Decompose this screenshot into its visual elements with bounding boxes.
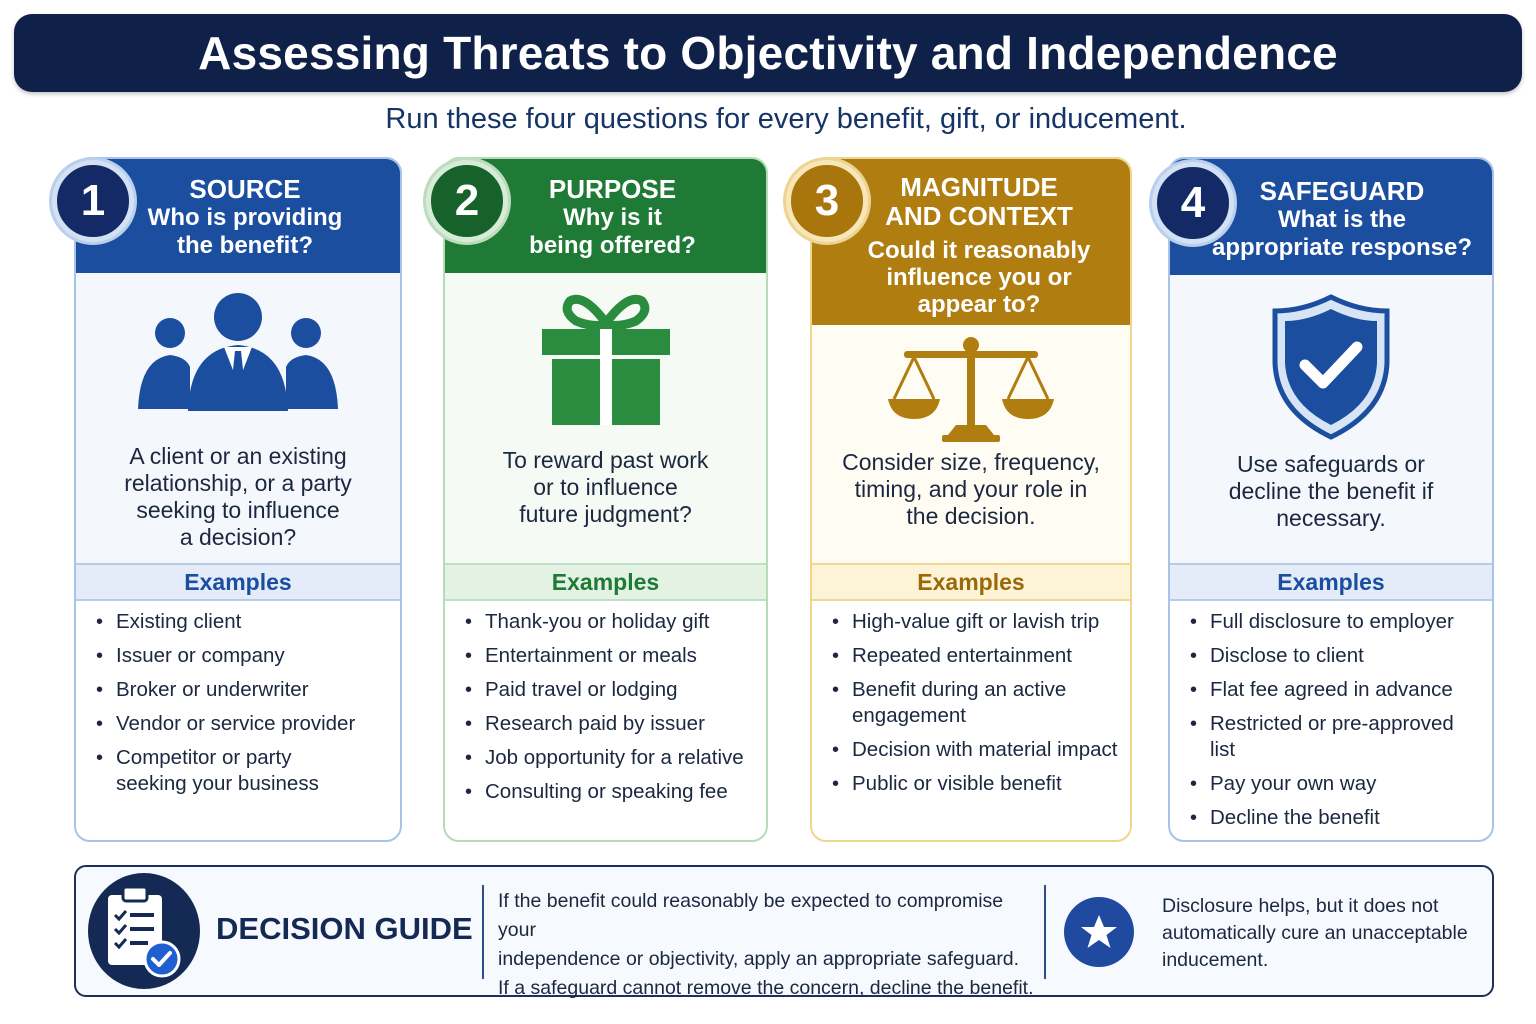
list-item: Broker or underwriter (94, 677, 390, 703)
card-purpose: PURPOSE Why is it being offered? To rewa… (443, 157, 768, 842)
card-safeguard: SAFEGUARD What is the appropriate respon… (1168, 157, 1494, 842)
guide-icon-circle (88, 873, 200, 989)
page-subtitle: Run these four questions for every benef… (385, 103, 1187, 135)
step-number-badge: 3 (786, 160, 868, 242)
icon-container (812, 335, 1130, 445)
list-item: Pay your own way (1188, 771, 1482, 797)
card-question-line: influence you or (886, 264, 1072, 291)
list-item: High-value gift or lavish trip (830, 609, 1120, 635)
guide-text: If the benefit could reasonably be expec… (498, 890, 1034, 999)
card-title: SAFEGUARD (1259, 176, 1425, 206)
icon-container (76, 287, 400, 417)
card-magnitude-context: MAGNITUDE AND CONTEXT Could it reasonabl… (810, 157, 1132, 842)
examples-list: Existing client Issuer or company Broker… (76, 609, 400, 805)
examples-list: Thank-you or holiday gift Entertainment … (445, 609, 766, 813)
card-title: MAGNITUDE (900, 172, 1058, 202)
list-item: Thank-you or holiday gift (463, 609, 756, 635)
list-item: Existing client (94, 609, 390, 635)
page-title: Assessing Threats to Objectivity and Ind… (198, 27, 1338, 79)
list-item: Vendor or service provider (94, 711, 390, 737)
card-question-line: Why is it (563, 204, 662, 231)
icon-container (1170, 293, 1492, 441)
divider (482, 885, 484, 979)
card-description: Consider size, frequency, timing, and yo… (842, 449, 1100, 529)
list-item: Flat fee agreed in advance (1188, 677, 1482, 703)
shield-check-icon (1272, 294, 1390, 440)
card-question-line: What is the (1277, 206, 1406, 233)
card-description: A client or an existing relationship, or… (124, 443, 352, 550)
card-question-line: Could it reasonably (867, 237, 1091, 264)
list-item: Public or visible benefit (830, 771, 1120, 797)
list-item: Paid travel or lodging (463, 677, 756, 703)
star-badge (1064, 897, 1134, 967)
card-description: To reward past work or to influence futu… (502, 447, 709, 527)
card-header: MAGNITUDE AND CONTEXT Could it reasonabl… (812, 159, 1130, 325)
card-question-line: being offered? (529, 232, 696, 259)
examples-heading: Examples (812, 563, 1130, 601)
examples-list: High-value gift or lavish trip Repeated … (812, 609, 1130, 805)
decision-guide: DECISION GUIDE If the benefit could reas… (74, 865, 1494, 999)
clipboard-check-icon (108, 885, 181, 978)
scales-icon (888, 337, 1054, 442)
list-item: Full disclosure to employer (1188, 609, 1482, 635)
guide-note: Disclosure helps, but it does not automa… (1162, 895, 1468, 971)
examples-heading: Examples (1170, 563, 1492, 601)
examples-heading: Examples (445, 563, 766, 601)
examples-list: Full disclosure to employer Disclose to … (1170, 609, 1492, 839)
list-item: Disclose to client (1188, 643, 1482, 669)
list-item: Restricted or pre-approved list (1188, 711, 1458, 763)
step-number-badge: 2 (426, 160, 508, 242)
divider (1044, 885, 1046, 979)
card-question-line: the benefit? (177, 232, 313, 259)
list-item: Decline the benefit (1188, 805, 1482, 831)
title-banner: Assessing Threats to Objectivity and Ind… (14, 14, 1522, 92)
list-item: Decision with material impact (830, 737, 1120, 763)
card-title: PURPOSE (548, 174, 677, 204)
card-title: AND CONTEXT (885, 201, 1073, 231)
icon-container (445, 289, 766, 429)
card-source: SOURCE Who is providing the benefit? A c… (74, 157, 402, 842)
guide-title: DECISION GUIDE (216, 911, 473, 946)
list-item: Job opportunity for a relative (463, 745, 756, 771)
examples-heading: Examples (76, 563, 400, 601)
list-item: Research paid by issuer (463, 711, 756, 737)
card-title: SOURCE (189, 174, 301, 204)
list-item: Competitor or party seeking your busines… (94, 745, 324, 797)
step-number-badge: 1 (52, 160, 134, 242)
people-icon (138, 293, 338, 411)
list-item: Issuer or company (94, 643, 390, 669)
list-item: Entertainment or meals (463, 643, 756, 669)
card-description: Use safeguards or decline the benefit if… (1228, 451, 1434, 531)
step-number-badge: 4 (1152, 162, 1234, 244)
card-question-line: appropriate response? (1211, 234, 1473, 261)
card-question-line: Who is providing (147, 204, 343, 231)
list-item: Consulting or speaking fee (463, 779, 756, 805)
gift-icon (541, 294, 670, 425)
card-question-line: appear to? (917, 291, 1041, 318)
star-icon (1081, 915, 1117, 948)
list-item: Benefit during an active engagement (830, 677, 1070, 729)
list-item: Repeated entertainment (830, 643, 1120, 669)
